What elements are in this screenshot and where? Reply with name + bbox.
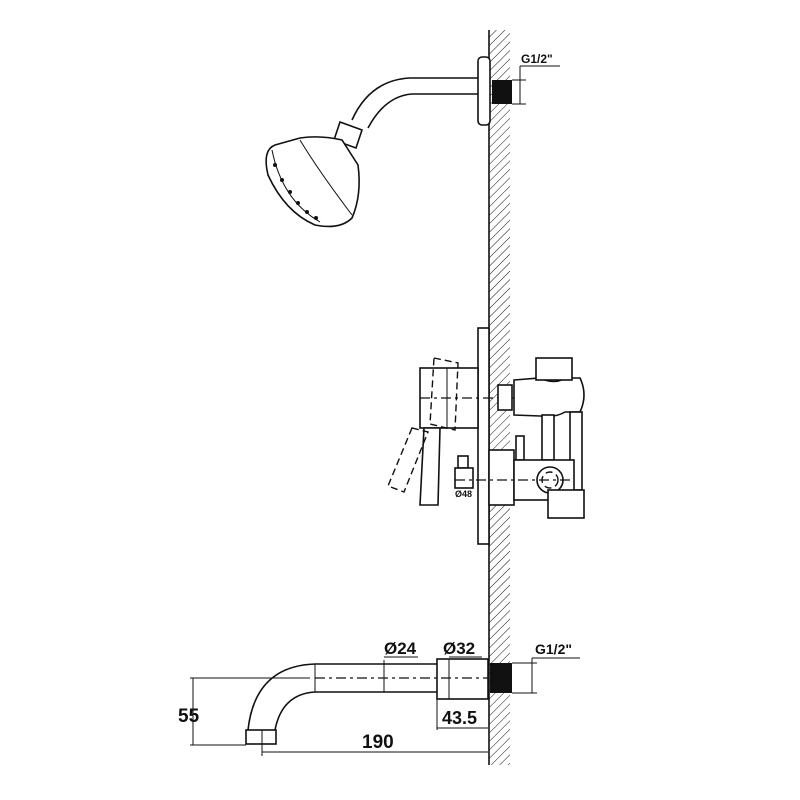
- spout-dimensions: Ø24 Ø32 G1/2" 55 43.5 190: [178, 639, 580, 756]
- mixer-valve: Ø48: [387, 327, 585, 545]
- spout-escutcheon-length-label: 43.5: [442, 708, 477, 728]
- spout-height-label: 55: [178, 706, 200, 727]
- mixer-diameter-label: Ø48: [455, 489, 472, 499]
- spout-escutcheon-diameter-label: Ø32: [443, 639, 475, 658]
- spray-nozzles: [273, 163, 318, 220]
- spout-projection-label: 190: [362, 732, 394, 753]
- shower-arm-thread-dimension: G1/2": [512, 52, 560, 105]
- shower-arm-thread-label: G1/2": [521, 52, 553, 66]
- spout-thread-label: G1/2": [535, 641, 572, 657]
- shower-head: [265, 136, 360, 228]
- spout-pipe-diameter-label: Ø24: [384, 639, 417, 658]
- bath-spout: [245, 658, 512, 745]
- shower-arm: [332, 56, 512, 150]
